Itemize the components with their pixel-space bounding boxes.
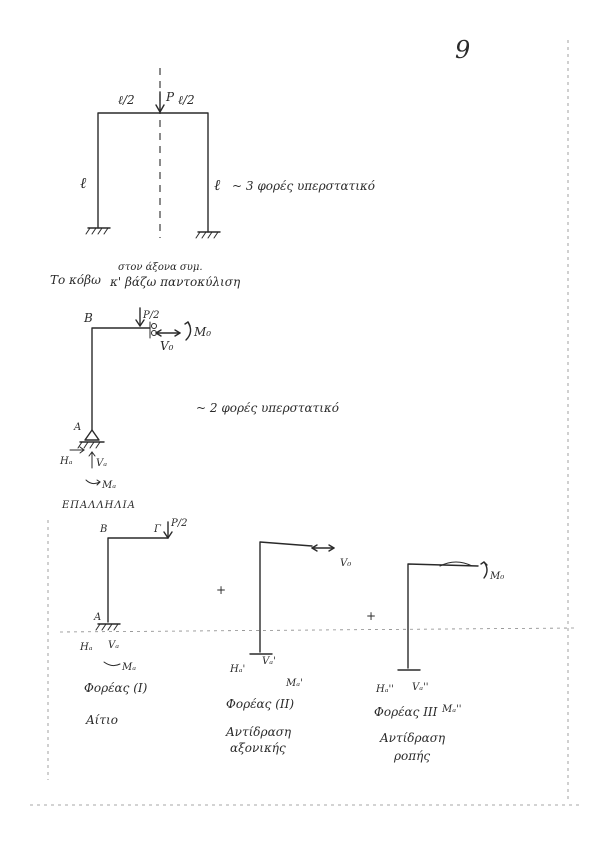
- full-frame-diagram: P ℓ/2 ℓ/2 ℓ ℓ: [80, 68, 221, 239]
- instruction-line-1: Το κόβω: [50, 273, 101, 287]
- scan-margins: [30, 40, 580, 806]
- shear-arrow: [155, 329, 181, 337]
- indeterminacy-note-half: ~ 2 φορές υπερστατικό: [196, 401, 339, 415]
- system-1-node-g: Γ: [153, 524, 162, 535]
- height-left-label: ℓ: [80, 174, 86, 192]
- reaction-v-label: Vₐ: [96, 458, 107, 469]
- fixed-support-right: [195, 231, 221, 239]
- support-a: [77, 429, 105, 449]
- system-3-moment: Mₐ'': [441, 704, 462, 715]
- system-2-load: V₀: [340, 558, 351, 569]
- node-a-label: A: [73, 422, 81, 433]
- half-span-right-label: ℓ/2: [178, 93, 195, 107]
- instruction-superscript: στον άξονα συμ.: [118, 262, 203, 273]
- system-2-reaction-v: Vₐ': [262, 656, 276, 667]
- system-1-node-a: A: [93, 612, 101, 623]
- half-frame-diagram: P/2 V₀ M₀ B A Hₐ Vₐ Mₐ: [59, 307, 211, 491]
- half-span-left-label: ℓ/2: [118, 93, 135, 107]
- system-2-label: Φορέας (II): [226, 697, 294, 711]
- point-load-arrow: [155, 91, 165, 113]
- page-number: 9: [455, 36, 470, 64]
- reaction-h-label: Hₐ: [59, 456, 73, 467]
- system-3-reaction-v: Vₐ'': [412, 682, 428, 693]
- system-3-reaction-h: Hₐ'': [375, 684, 394, 695]
- fixed-support-left: [85, 227, 111, 235]
- system-1-load: P/2: [170, 518, 187, 529]
- system-2-diagram: V₀ Hₐ' Vₐ' Mₐ' Φορέας (II) Αντίδραση αξο…: [225, 541, 351, 755]
- system-3-caption-2: ροπής: [393, 749, 430, 763]
- superposition-title: ΕΠΑΛΛΗΛΙΑ: [61, 500, 136, 511]
- system-2-moment: Mₐ': [285, 678, 303, 689]
- system-1-diagram: P/2 B Γ A Hₐ Vₐ Mₐ Φορέας (I) Αίτιο: [79, 518, 187, 727]
- node-b-label: B: [83, 311, 93, 325]
- moment-label-top: M₀: [193, 325, 211, 339]
- system-3-label: Φορέας III: [374, 705, 438, 719]
- indeterminacy-note-top: ~ 3 φορές υπερστατικό: [232, 179, 375, 193]
- system-2-caption-2: αξονικής: [230, 741, 286, 755]
- frame-members: [97, 112, 209, 233]
- system-1-reaction-v: Vₐ: [108, 640, 119, 651]
- shear-label: V₀: [160, 339, 174, 353]
- system-1-node-b: B: [99, 524, 107, 535]
- plus-sign-2: +: [366, 609, 376, 623]
- height-right-label: ℓ: [214, 176, 220, 194]
- system-3-diagram: M₀ Hₐ'' Vₐ'' Mₐ'' Φορέας III Αντίδραση ρ…: [374, 561, 504, 763]
- system-1-reaction-h: Hₐ: [79, 642, 93, 653]
- system-3-load: M₀: [489, 571, 504, 582]
- system-2-caption-1: Αντίδραση: [225, 725, 292, 739]
- half-load-label: P/2: [142, 310, 159, 321]
- system-1-caption: Αίτιο: [85, 713, 118, 727]
- system-1-label: Φορέας (I): [84, 681, 148, 695]
- plus-sign-1: +: [216, 583, 226, 597]
- instruction-line-2: κ' βάζω παντοκύλιση: [109, 275, 241, 289]
- half-frame-members: [91, 327, 151, 431]
- moment-base-label: Mₐ: [101, 480, 116, 491]
- guided-support-cut: [149, 321, 157, 339]
- system-3-caption-1: Αντίδραση: [379, 731, 446, 745]
- load-label: P: [165, 90, 175, 104]
- system-2-reaction-h: Hₐ': [229, 664, 245, 675]
- system-1-moment: Mₐ: [121, 662, 136, 673]
